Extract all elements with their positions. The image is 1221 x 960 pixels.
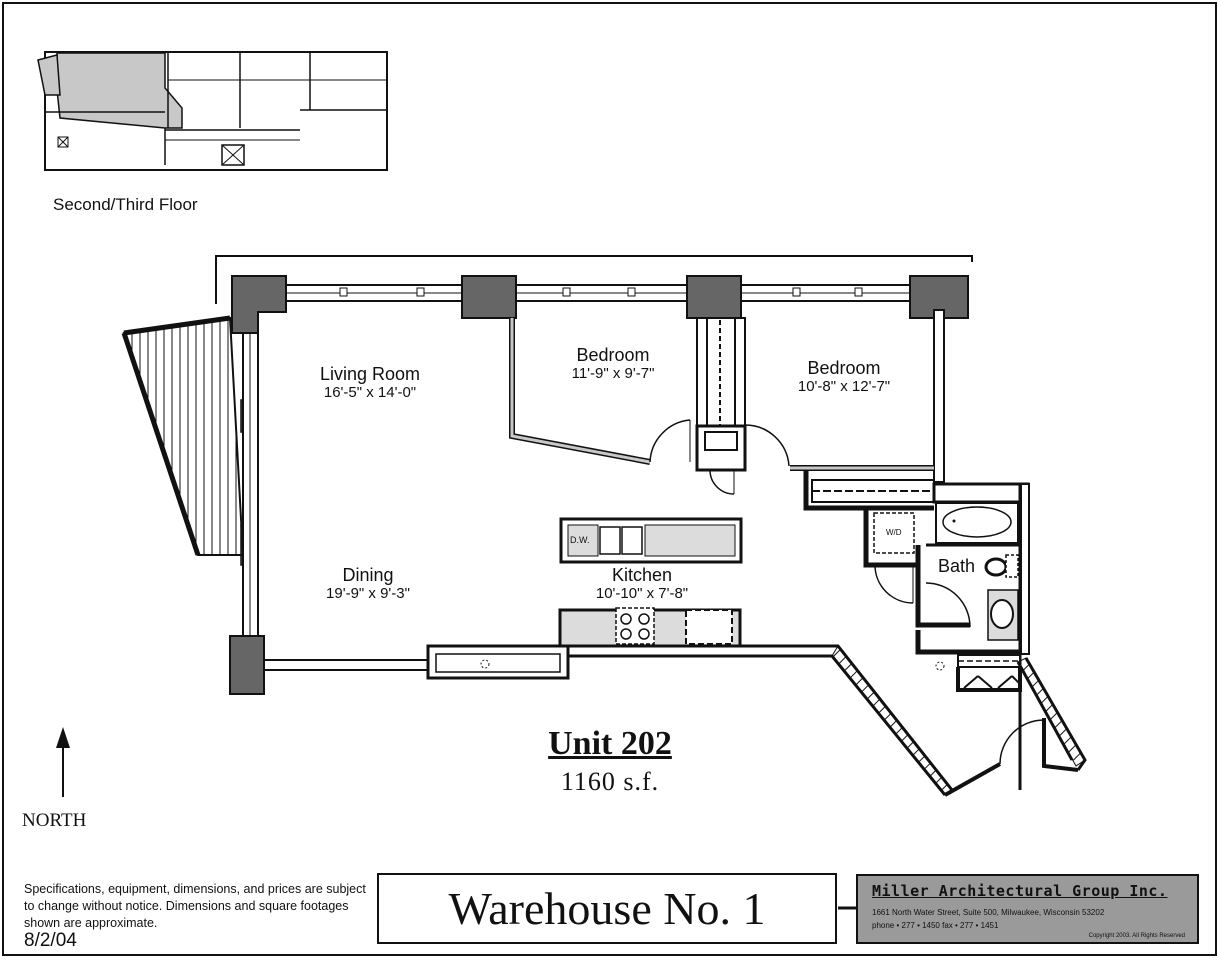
north-label: NORTH	[22, 810, 87, 831]
room-dims: 19'-9" x 9'-3"	[326, 585, 410, 602]
room-name: Living Room	[319, 364, 421, 384]
architect-copyright: Copyright 2003. All Rights Reserved	[1088, 933, 1185, 939]
room-bath: Bath	[938, 556, 976, 576]
west-window-wall	[242, 332, 259, 637]
disclaimer-text: Specifications, equipment, dimensions, a…	[24, 882, 366, 930]
exterior-wall-line	[215, 255, 973, 304]
bedroom2-walls	[790, 309, 945, 511]
laundry-closet	[863, 508, 918, 604]
room-kitchen: Kitchen 10'-10" x 7'-8"	[572, 565, 712, 603]
north-arrow-icon	[56, 727, 70, 797]
room-name: Bedroom	[807, 358, 881, 378]
room-dims: 10'-8" x 12'-7"	[797, 378, 891, 395]
room-dims: 16'-5" x 14'-0"	[323, 384, 417, 401]
room-bedroom-1: Bedroom 11'-9" x 9'-7"	[543, 345, 683, 383]
washer-dryer-label: W/D	[886, 528, 902, 537]
brand-name: Warehouse No. 1	[448, 883, 766, 934]
room-dining: Dining 19'-9" x 9'-3"	[298, 565, 438, 603]
room-name: Bedroom	[576, 345, 650, 365]
architect-address: 1661 North Water Street, Suite 500, Milw…	[872, 908, 1105, 917]
room-dims: 10'-10" x 7'-8"	[595, 585, 689, 602]
brand-box: Warehouse No. 1	[377, 873, 837, 944]
room-bedroom-2: Bedroom 10'-8" x 12'-7"	[774, 358, 914, 396]
bedroom-closet-wall	[695, 317, 790, 495]
architect-box: Miller Architectural Group Inc. 1661 Nor…	[856, 874, 1199, 944]
bedroom1-walls	[509, 318, 691, 465]
kitchen-island	[559, 517, 743, 564]
kitchen-counter	[558, 607, 742, 648]
entry-walls	[944, 657, 1087, 797]
room-name: Dining	[342, 565, 394, 585]
architect-phone: phone • 277 • 1450 fax • 277 • 1451	[872, 921, 999, 930]
room-living: Living Room 16'-5" x 14'-0"	[300, 364, 440, 402]
bathroom	[915, 482, 1030, 790]
unit-title: Unit 202	[548, 725, 672, 762]
south-wall	[263, 644, 954, 796]
room-name: Kitchen	[611, 565, 673, 585]
dishwasher-label: D.W.	[570, 535, 590, 545]
architect-name: Miller Architectural Group Inc.	[872, 882, 1168, 900]
unit-area: 1160 s.f.	[560, 767, 660, 796]
key-plan	[37, 51, 388, 171]
balcony	[121, 315, 245, 556]
north-window-wall	[284, 284, 911, 302]
plan-date: 8/2/04	[24, 930, 77, 951]
key-plan-caption: Second/Third Floor	[53, 195, 198, 214]
room-dims: 11'-9" x 9'-7"	[571, 365, 655, 382]
